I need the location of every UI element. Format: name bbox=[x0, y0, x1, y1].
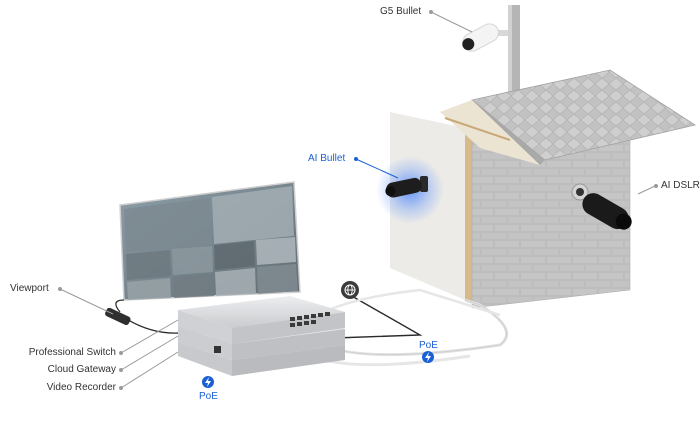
lightning-bolt-icon bbox=[422, 351, 434, 363]
ai-dslr-dot bbox=[654, 184, 658, 188]
g5-bullet-dot bbox=[429, 10, 433, 14]
ai-bullet-dot bbox=[354, 157, 358, 161]
label-professional-switch: Professional Switch bbox=[28, 347, 116, 358]
camera-feed-grid bbox=[124, 186, 298, 300]
globe-icon bbox=[341, 281, 359, 299]
mounting-pole bbox=[508, 5, 520, 100]
network-stack bbox=[178, 296, 345, 376]
leader-lines bbox=[59, 11, 656, 389]
label-viewport: Viewport bbox=[10, 283, 49, 294]
label-g5-bullet: G5 Bullet bbox=[380, 6, 422, 17]
professional-switch-device bbox=[178, 296, 345, 344]
video-recorder-dot bbox=[119, 386, 123, 390]
label-ai-dslr: AI DSLR bbox=[661, 180, 700, 191]
viewport-dongle bbox=[105, 307, 131, 326]
ai-bullet-camera bbox=[376, 156, 444, 224]
cloud-gateway-dot bbox=[119, 368, 123, 372]
label-cloud-gateway: Cloud Gateway bbox=[47, 364, 116, 375]
switch-ports bbox=[290, 312, 330, 327]
label-ai-bullet: AI Bullet bbox=[308, 153, 346, 164]
viewport-monitor bbox=[119, 181, 301, 301]
label-poe-left: PoE bbox=[199, 391, 218, 402]
professional-switch-dot bbox=[119, 351, 123, 355]
lightning-bolt-icon bbox=[202, 376, 214, 388]
ai-dslr-camera bbox=[571, 183, 632, 230]
label-video-recorder: Video Recorder bbox=[46, 382, 116, 393]
label-poe-right: PoE bbox=[419, 340, 438, 351]
viewport-dot bbox=[58, 287, 62, 291]
g5-bullet-camera bbox=[462, 23, 508, 52]
